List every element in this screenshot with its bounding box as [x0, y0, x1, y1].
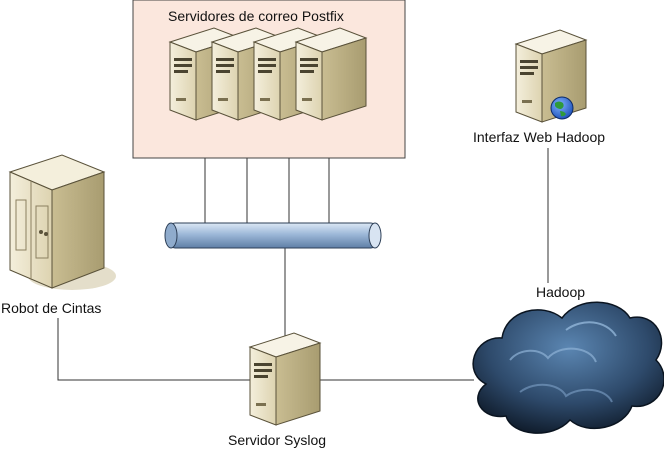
syslog-server-icon [249, 332, 321, 426]
hadoop-label: Hadoop [536, 284, 586, 300]
postfix-server-4-icon [295, 27, 367, 121]
tape-library-icon [8, 154, 116, 290]
web-ui-label: Interfaz Web Hadoop [473, 129, 606, 145]
postfix-cluster-title: Servidores de correo Postfix [168, 8, 344, 24]
syslog-server-label: Servidor Syslog [228, 432, 327, 448]
postfix-servers [169, 27, 367, 121]
cloud-icon [472, 301, 664, 434]
network-bus-pipe-icon [164, 222, 382, 249]
tape-robot-label: Robot de Cintas [1, 300, 102, 316]
web-server-globe-icon [515, 29, 587, 123]
